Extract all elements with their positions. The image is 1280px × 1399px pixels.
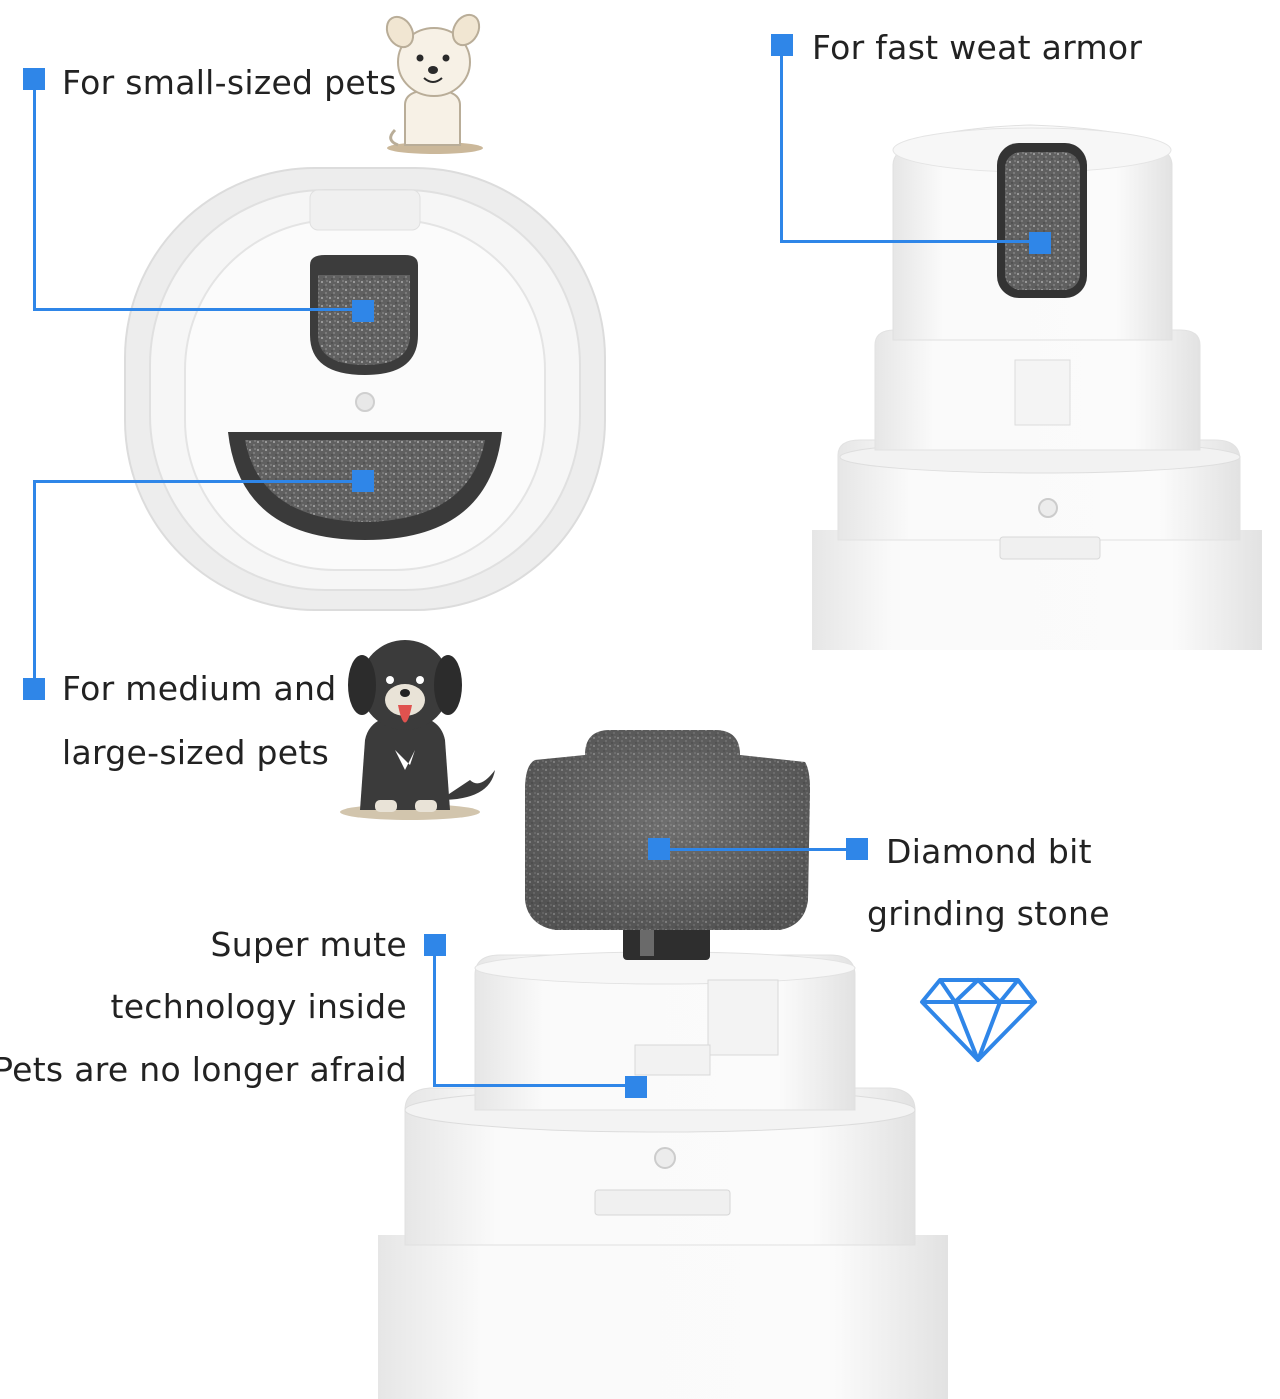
small-pets-leader-vertical: [33, 78, 36, 310]
grinder-head-side-view: [812, 124, 1262, 650]
medium-large-leader-vertical: [33, 480, 36, 690]
mute-leader-vertical: [433, 944, 436, 1086]
diamond-bit-label-line2: grinding stone: [867, 894, 1110, 933]
medium-large-marker: [23, 678, 45, 700]
medium-large-point: [352, 470, 374, 492]
mute-label-line3: Pets are no longer afraid: [0, 1050, 407, 1089]
small-pets-label: For small-sized pets: [62, 63, 397, 102]
diamond-icon: [920, 978, 1037, 1062]
small-pets-leader-horizontal: [33, 308, 363, 311]
diamond-bit-point: [648, 838, 670, 860]
grinder-head-front-view: [124, 167, 606, 611]
medium-large-leader-horizontal: [33, 480, 355, 483]
medium-large-label-line2: large-sized pets: [62, 733, 330, 772]
mute-leader-horizontal: [433, 1084, 633, 1087]
diamond-bit-leader-horizontal: [660, 848, 850, 851]
mute-label-line2: technology inside: [110, 987, 407, 1026]
fast-wear-leader-horizontal: [780, 240, 1030, 243]
medium-large-label-line1: For medium and: [62, 669, 337, 708]
mute-label-line1: Super mute: [210, 925, 407, 964]
mute-point: [625, 1076, 647, 1098]
diamond-bit-marker: [846, 838, 868, 860]
grinder-body-with-bit: [378, 730, 948, 1399]
fast-wear-label: For fast weat armor: [812, 28, 1143, 67]
small-pets-point: [352, 300, 374, 322]
diamond-bit-label-line1: Diamond bit: [886, 832, 1092, 871]
fast-wear-leader-vertical: [780, 44, 783, 242]
fast-wear-point: [1029, 232, 1051, 254]
light-dog-icon: [385, 13, 483, 154]
dark-dog-icon: [340, 640, 495, 820]
